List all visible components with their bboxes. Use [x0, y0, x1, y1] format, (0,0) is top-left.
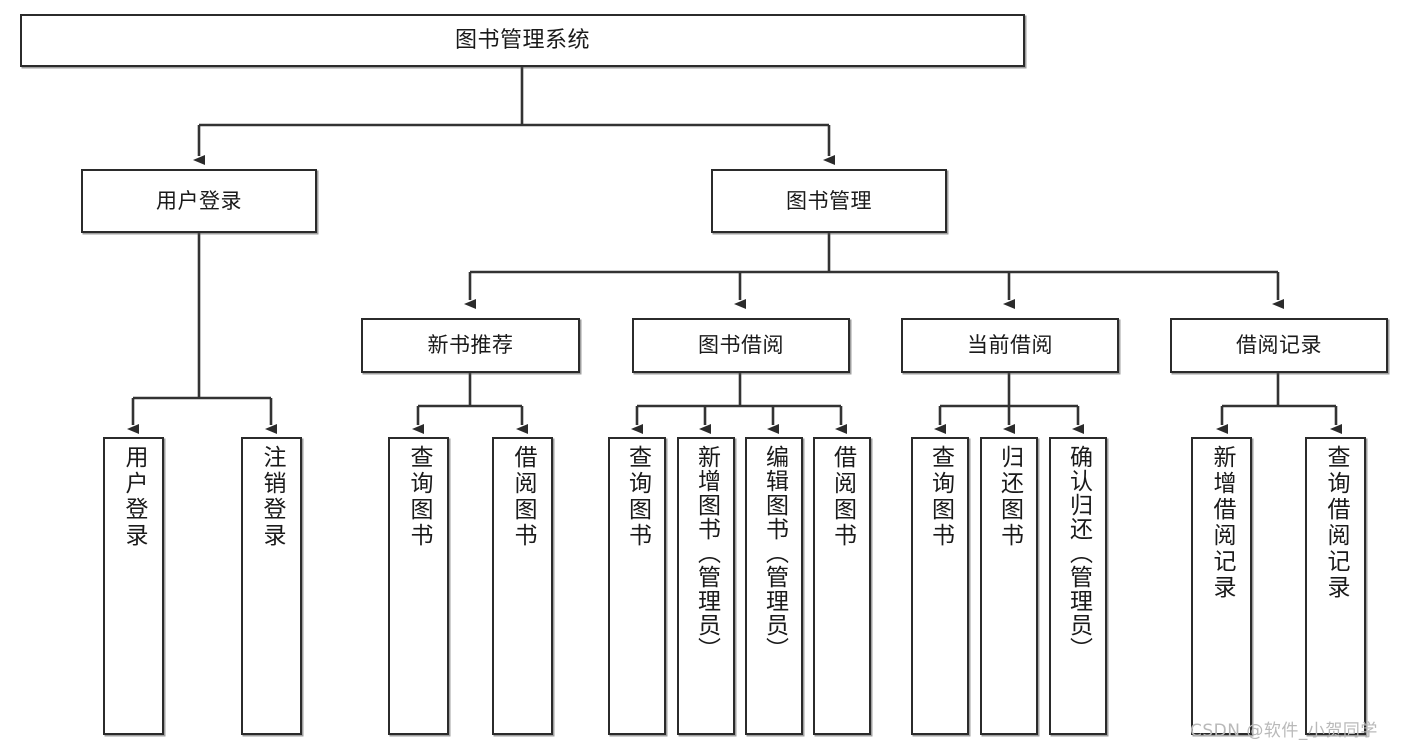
- node-borrow-record[interactable]: 借阅记录: [1170, 318, 1388, 373]
- leaf-confirm-return-admin[interactable]: 确认归还（管理员）: [1049, 437, 1107, 735]
- node-book-borrow[interactable]: 图书借阅: [632, 318, 850, 373]
- node-label: 用户登录: [121, 445, 147, 549]
- node-label: 图书借阅: [698, 333, 784, 358]
- node-label: 图书管理: [786, 188, 872, 213]
- leaf-borrow-book[interactable]: 借阅图书: [813, 437, 871, 735]
- node-root-system[interactable]: 图书管理系统: [20, 14, 1025, 67]
- leaf-add-book-admin[interactable]: 新增图书（管理员）: [677, 437, 735, 735]
- node-label: 新增借阅记录: [1209, 445, 1235, 601]
- node-label: 查询图书: [927, 445, 954, 549]
- leaf-query-book-borrow[interactable]: 查询图书: [608, 437, 666, 735]
- node-label: 借阅记录: [1236, 333, 1322, 358]
- node-label: 查询图书: [406, 445, 432, 549]
- node-label: 借阅图书: [510, 445, 536, 549]
- leaf-return-book[interactable]: 归还图书: [980, 437, 1038, 735]
- node-book-management[interactable]: 图书管理: [711, 169, 947, 233]
- node-label: 借阅图书: [829, 445, 856, 549]
- node-label: 用户登录: [156, 188, 242, 213]
- leaf-edit-book-admin[interactable]: 编辑图书（管理员）: [745, 437, 803, 735]
- leaf-borrow-book-recommend[interactable]: 借阅图书: [492, 437, 553, 735]
- node-user-login[interactable]: 用户登录: [81, 169, 317, 233]
- node-label: 编辑图书（管理员）: [761, 445, 788, 661]
- node-label: 确认归还（管理员）: [1065, 445, 1092, 661]
- node-label: 归还图书: [996, 445, 1023, 549]
- node-label: 注销登录: [259, 445, 285, 549]
- node-label: 当前借阅: [967, 333, 1053, 358]
- node-label: 新增图书（管理员）: [693, 445, 720, 661]
- leaf-query-borrow-record[interactable]: 查询借阅记录: [1305, 437, 1366, 735]
- node-label: 查询图书: [624, 445, 651, 549]
- leaf-user-login[interactable]: 用户登录: [103, 437, 164, 735]
- leaf-add-borrow-record[interactable]: 新增借阅记录: [1191, 437, 1252, 735]
- node-label: 新书推荐: [427, 333, 514, 358]
- leaf-query-book-recommend[interactable]: 查询图书: [388, 437, 449, 735]
- leaf-logout-login[interactable]: 注销登录: [241, 437, 302, 735]
- node-current-borrow[interactable]: 当前借阅: [901, 318, 1119, 373]
- node-label: 查询借阅记录: [1323, 445, 1349, 601]
- leaf-query-book-current[interactable]: 查询图书: [911, 437, 969, 735]
- watermark-text: CSDN @软件_小贺同学: [1190, 721, 1378, 741]
- node-new-book-recommend[interactable]: 新书推荐: [361, 318, 580, 373]
- node-label: 图书管理系统: [454, 27, 590, 53]
